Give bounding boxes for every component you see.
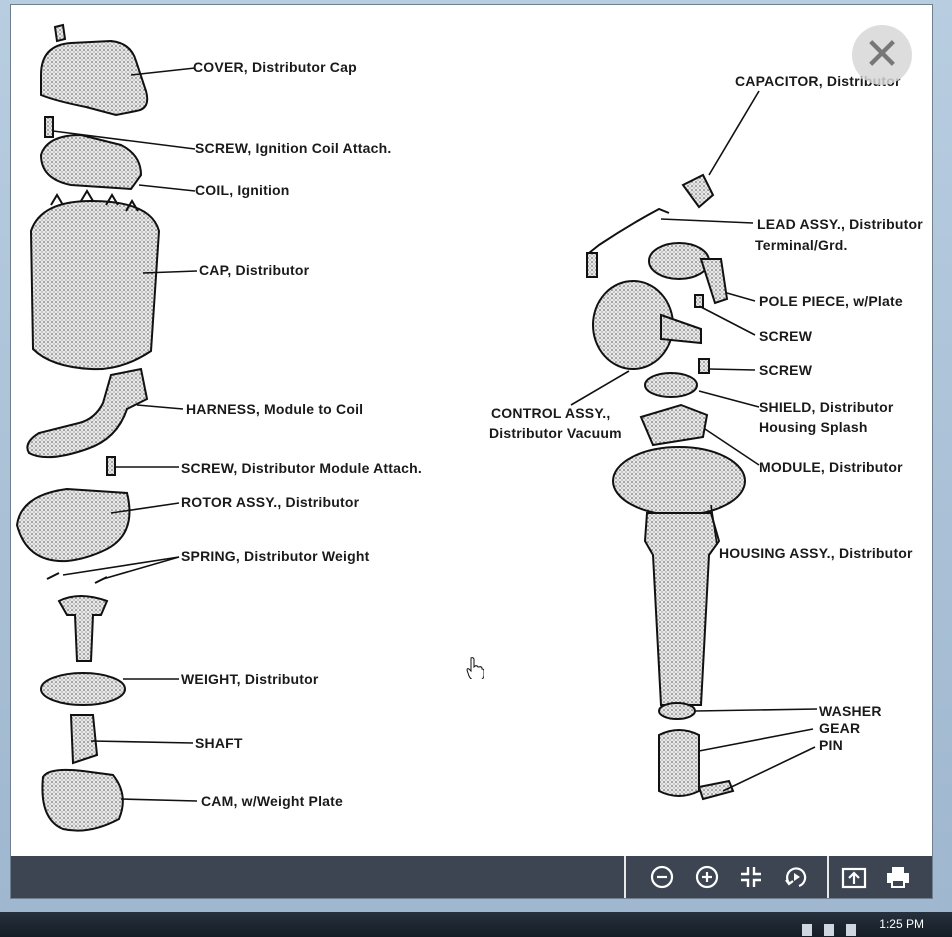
label-control-vacuum: Distributor Vacuum — [489, 425, 622, 441]
rotate-icon — [785, 867, 807, 888]
shaft-part — [69, 714, 99, 765]
label-screw-1: SCREW — [759, 328, 813, 344]
label-control-assy: CONTROL ASSY., — [491, 405, 611, 421]
label-capacitor: CAPACITOR, Distributor — [735, 73, 901, 89]
zoom-in-icon — [695, 865, 719, 889]
label-coil: COIL, Ignition — [195, 182, 290, 198]
label-shaft: SHAFT — [195, 735, 243, 751]
pole-lead-part — [699, 258, 729, 305]
harness-part — [26, 367, 149, 459]
distributor-exploded-diagram — [15, 23, 818, 832]
network-icon[interactable] — [824, 924, 834, 936]
screw-part-2 — [698, 358, 710, 374]
lead-terminal-part — [586, 252, 598, 278]
label-rotor: ROTOR ASSY., Distributor — [181, 494, 360, 510]
label-harness: HARNESS, Module to Coil — [186, 401, 364, 417]
gear-part — [658, 729, 700, 797]
viewer-toolbar — [11, 856, 932, 898]
label-pole-piece: POLE PIECE, w/Plate — [759, 293, 903, 309]
label-pin: PIN — [819, 737, 843, 753]
fit-to-window-button[interactable] — [736, 862, 766, 892]
weight-part — [40, 672, 126, 706]
print-icon — [887, 867, 909, 888]
image-viewer: COVER, Distributor Cap SCREW, Ignition C… — [10, 4, 933, 899]
leader-lines — [52, 67, 818, 802]
cover-part — [40, 39, 149, 117]
label-cap: CAP, Distributor — [199, 262, 310, 278]
open-external-icon — [841, 867, 867, 889]
label-lead-terminal: Terminal/Grd. — [755, 237, 848, 253]
toolbar-divider — [624, 856, 626, 898]
label-screw-module: SCREW, Distributor Module Attach. — [181, 460, 422, 476]
zoom-out-button[interactable] — [647, 862, 677, 892]
label-screw-coil: SCREW, Ignition Coil Attach. — [195, 140, 392, 156]
cover-screw-part — [53, 23, 67, 43]
zoom-in-button[interactable] — [692, 862, 722, 892]
toolbar-divider-2 — [827, 856, 829, 898]
module-part — [639, 403, 709, 447]
label-screw-2: SCREW — [759, 362, 813, 378]
label-shield: SHIELD, Distributor — [759, 399, 894, 415]
zoom-out-icon — [650, 865, 674, 889]
print-button[interactable] — [883, 862, 913, 892]
weight-top-part — [57, 595, 109, 662]
hand-cursor-icon — [466, 657, 484, 679]
lead-part — [588, 207, 670, 254]
label-lead-assy: LEAD ASSY., Distributor — [757, 216, 923, 232]
taskbar: 1:25 PM — [0, 912, 952, 937]
housing-shaft-part — [643, 512, 721, 706]
label-module: MODULE, Distributor — [759, 459, 903, 475]
fit-to-window-icon — [741, 867, 761, 887]
taskbar-clock[interactable]: 1:25 PM — [879, 917, 924, 931]
label-gear: GEAR — [819, 720, 861, 736]
coil-part — [39, 133, 143, 191]
label-housing: HOUSING ASSY., Distributor — [719, 545, 913, 561]
label-spring: SPRING, Distributor Weight — [181, 548, 370, 564]
capacitor-part — [681, 173, 715, 209]
cam-part — [41, 768, 124, 832]
label-cover: COVER, Distributor Cap — [193, 59, 357, 75]
pole-piece-part — [648, 242, 710, 280]
housing-top-part — [612, 446, 746, 516]
tray-icon[interactable] — [802, 924, 812, 936]
open-external-button[interactable] — [839, 862, 869, 892]
volume-icon[interactable] — [846, 924, 856, 936]
spring-part — [46, 572, 108, 584]
rotate-button[interactable] — [781, 862, 811, 892]
close-button[interactable]: ✕ — [852, 25, 912, 85]
label-shield-housing: Housing Splash — [759, 419, 868, 435]
screw-part-1 — [694, 294, 704, 308]
close-icon: ✕ — [863, 29, 901, 80]
washer-part — [658, 702, 696, 720]
cap-part — [29, 199, 161, 371]
shield-part — [644, 372, 698, 398]
module-screw-part — [106, 456, 116, 476]
label-weight: WEIGHT, Distributor — [181, 671, 319, 687]
label-cam: CAM, w/Weight Plate — [201, 793, 343, 809]
coil-screw-part — [44, 116, 54, 138]
label-washer: WASHER — [819, 703, 882, 719]
rotor-part — [15, 487, 131, 563]
pin-part — [697, 779, 735, 801]
